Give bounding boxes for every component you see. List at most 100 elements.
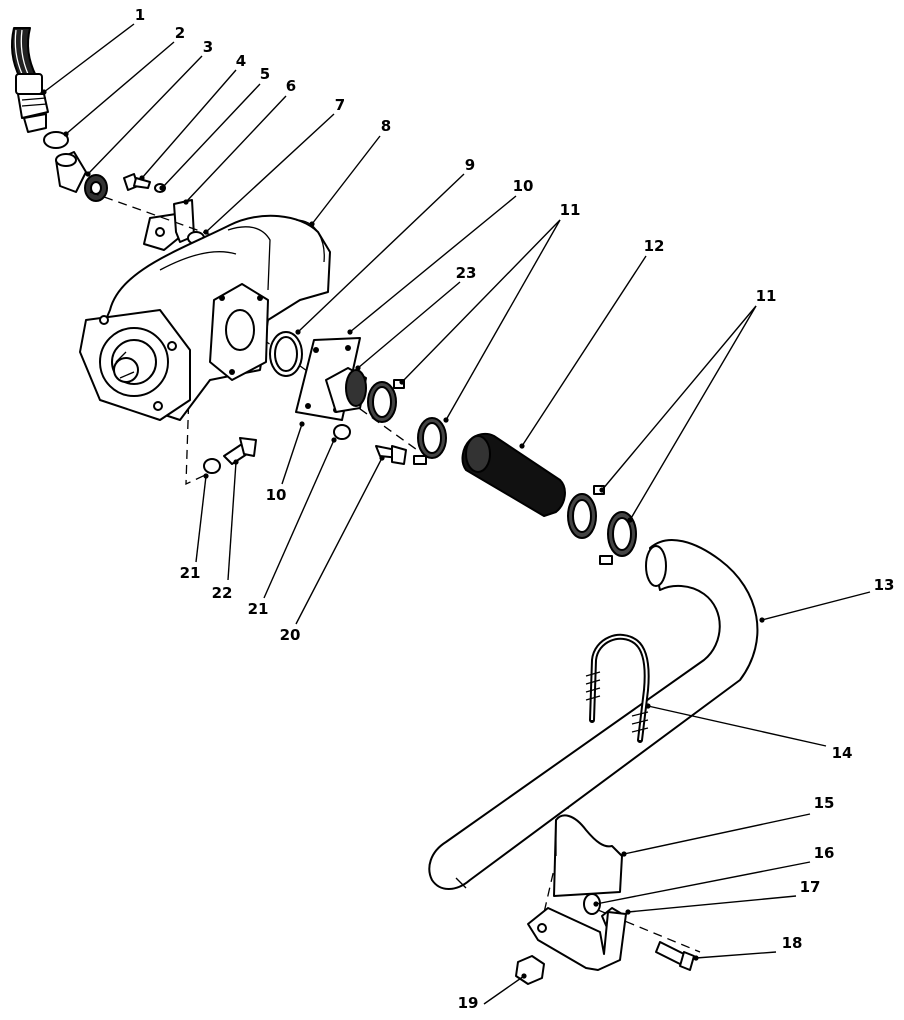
callout-number-c9: 9 bbox=[465, 156, 475, 174]
callout-leader-dot bbox=[399, 379, 405, 385]
callout-leader-line bbox=[695, 951, 777, 959]
callout-leader-line bbox=[601, 305, 757, 491]
callout-leader-line bbox=[647, 705, 827, 747]
callout-leader-line bbox=[311, 135, 381, 225]
callout-leader-dot bbox=[599, 487, 605, 493]
callout-leader-dot bbox=[621, 851, 627, 857]
callout-leader-line bbox=[141, 69, 237, 179]
callout-leader-line bbox=[227, 461, 237, 581]
callout-number-c5: 5 bbox=[260, 65, 270, 83]
callout-number-c14: 14 bbox=[832, 744, 853, 762]
callout-number-c8: 8 bbox=[381, 117, 391, 135]
callout-leader-line bbox=[401, 219, 561, 383]
hydraulic-hose-part bbox=[11, 27, 49, 133]
hose-clamp-part bbox=[567, 485, 605, 539]
o-ring-part bbox=[43, 131, 69, 149]
callout-leader-dot bbox=[203, 229, 209, 235]
callout-leader-line bbox=[161, 83, 261, 189]
callout-number-c15: 15 bbox=[814, 794, 835, 812]
callout-leader-line bbox=[357, 281, 461, 369]
callout-number-c7: 7 bbox=[335, 96, 345, 114]
callout-leader-line bbox=[595, 861, 811, 905]
hex-nut-part bbox=[515, 955, 545, 985]
callout-leader-dot bbox=[41, 89, 47, 95]
lock-washer-part bbox=[583, 893, 601, 915]
hose-clamp-part bbox=[599, 511, 637, 565]
callout-leader-line bbox=[349, 195, 517, 333]
u-bolt-part bbox=[585, 633, 650, 743]
callout-leader-line bbox=[87, 55, 203, 175]
callout-leader-dot bbox=[233, 459, 239, 465]
callout-number-c23: 23 bbox=[456, 264, 477, 282]
callout-leader-line bbox=[445, 219, 561, 421]
callout-leader-dot bbox=[759, 617, 765, 623]
hose-clamp-part bbox=[413, 417, 447, 465]
callout-leader-dot bbox=[203, 473, 209, 479]
callout-leader-line bbox=[623, 813, 811, 855]
cap-screw-part bbox=[375, 445, 407, 465]
callout-leader-dot bbox=[183, 199, 189, 205]
callout-leader-line bbox=[205, 113, 335, 233]
callout-leader-dot bbox=[331, 437, 337, 443]
mount-axis-line bbox=[185, 359, 217, 486]
callout-number-c22: 22 bbox=[212, 584, 233, 602]
callout-leader-dot bbox=[625, 909, 631, 915]
callout-number-c6: 6 bbox=[286, 77, 296, 95]
lock-washer-part bbox=[333, 424, 351, 440]
callout-leader-line bbox=[629, 305, 757, 521]
adapter-tube-part bbox=[325, 367, 367, 413]
saddle-clamp-part bbox=[553, 814, 623, 897]
callout-leader-dot bbox=[63, 131, 69, 137]
callout-leader-line bbox=[627, 895, 797, 913]
callout-leader-dot bbox=[379, 455, 385, 461]
callout-leader-line bbox=[185, 95, 287, 203]
callout-leader-dot bbox=[627, 517, 633, 523]
assembly-axis-line bbox=[89, 191, 311, 271]
callout-leader-dot bbox=[309, 221, 315, 227]
callout-number-c1: 1 bbox=[135, 6, 145, 24]
callout-leader-line bbox=[281, 423, 303, 485]
callout-number-c20: 20 bbox=[280, 626, 301, 644]
callout-number-c4: 4 bbox=[236, 52, 246, 70]
callout-leader-line bbox=[297, 173, 465, 333]
cap-screw-part bbox=[655, 941, 695, 971]
callout-number-c3: 3 bbox=[203, 38, 213, 56]
callout-leader-line bbox=[521, 255, 647, 447]
callout-leader-dot bbox=[521, 973, 527, 979]
callout-number-c13: 13 bbox=[874, 576, 895, 594]
callout-leader-dot bbox=[85, 171, 91, 177]
callout-number-c21b: 21 bbox=[248, 600, 269, 618]
callout-leader-dot bbox=[299, 421, 305, 427]
callout-number-c21a: 21 bbox=[180, 564, 201, 582]
callout-leader-line bbox=[263, 439, 335, 599]
lock-washer-part bbox=[203, 458, 221, 474]
callout-leader-dot bbox=[593, 901, 599, 907]
flange-bolt-part bbox=[123, 173, 151, 191]
callout-number-c19: 19 bbox=[458, 994, 479, 1012]
hydraulic-pump-part bbox=[79, 214, 331, 421]
elbow-fitting-part bbox=[55, 151, 108, 202]
callout-number-c2: 2 bbox=[175, 24, 185, 42]
callout-leader-line bbox=[295, 457, 383, 625]
callout-leader-dot bbox=[443, 417, 449, 423]
callout-leader-dot bbox=[347, 329, 353, 335]
callout-leader-dot bbox=[139, 175, 145, 181]
callout-leader-dot bbox=[295, 329, 301, 335]
callout-leader-line bbox=[761, 591, 871, 621]
callout-number-c10b: 10 bbox=[266, 486, 287, 504]
callout-leader-line bbox=[65, 41, 175, 135]
suction-tube-part bbox=[428, 539, 759, 890]
split-flange-part bbox=[143, 199, 195, 251]
callout-leader-line bbox=[483, 975, 525, 1005]
callout-leader-dot bbox=[355, 365, 361, 371]
callout-leader-dot bbox=[159, 185, 165, 191]
callout-number-c10a: 10 bbox=[513, 177, 534, 195]
callout-number-c11b: 11 bbox=[756, 287, 777, 305]
callout-leader-line bbox=[43, 23, 135, 93]
suction-hose-part bbox=[461, 432, 566, 517]
callout-number-c17: 17 bbox=[800, 878, 821, 896]
callout-number-c12: 12 bbox=[644, 237, 665, 255]
callout-number-c11a: 11 bbox=[560, 201, 581, 219]
callout-leader-dot bbox=[693, 955, 699, 961]
